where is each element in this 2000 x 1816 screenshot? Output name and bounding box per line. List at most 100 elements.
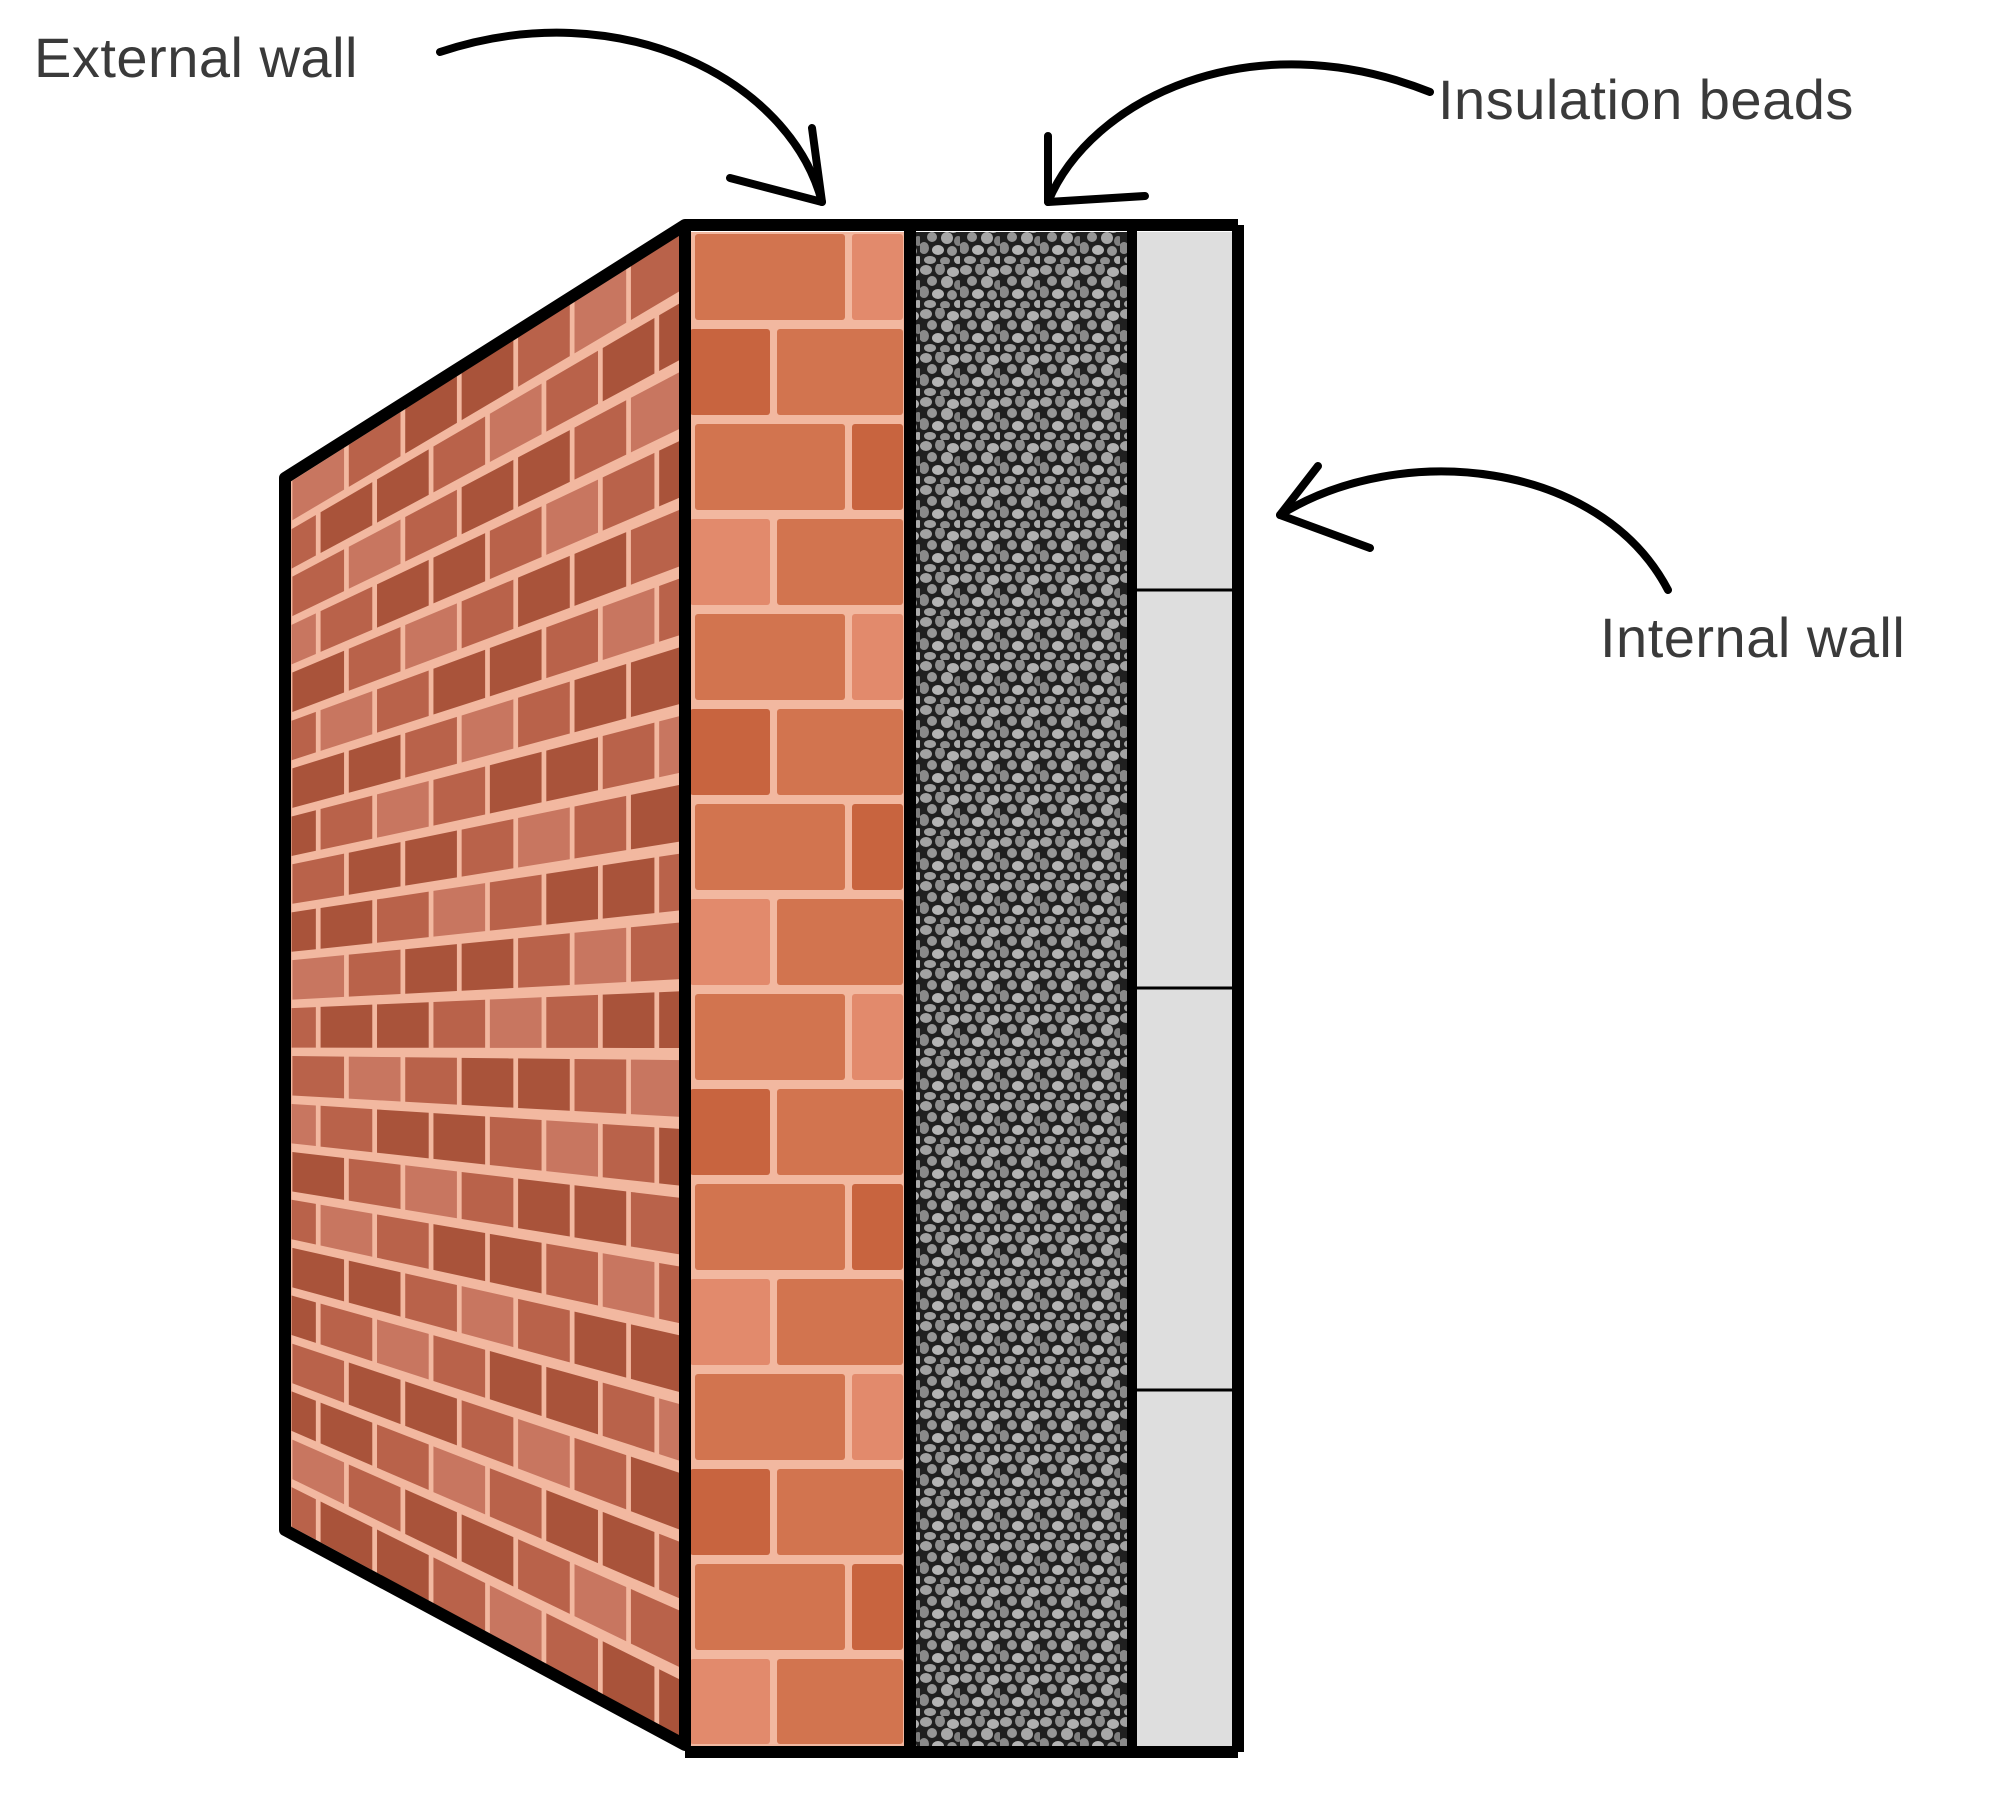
side-brick bbox=[659, 991, 684, 1049]
side-brick bbox=[602, 587, 655, 660]
side-brick bbox=[659, 1127, 684, 1187]
side-brick bbox=[461, 1514, 514, 1587]
brick bbox=[690, 709, 770, 795]
side-brick bbox=[292, 752, 345, 808]
side-brick bbox=[291, 810, 316, 856]
side-brick bbox=[320, 1402, 373, 1466]
side-brick bbox=[348, 627, 401, 691]
side-brick bbox=[377, 891, 429, 943]
side-brick bbox=[433, 766, 486, 826]
side-brick bbox=[291, 1103, 316, 1147]
side-brick bbox=[630, 1324, 683, 1393]
brick bbox=[852, 424, 903, 510]
side-brick bbox=[659, 1398, 684, 1463]
side-brick bbox=[602, 992, 655, 1048]
insulation-beads-arrow bbox=[1044, 60, 1434, 206]
side-brick bbox=[433, 416, 486, 493]
side-brick bbox=[518, 1058, 570, 1111]
side-brick bbox=[320, 1303, 373, 1362]
side-brick bbox=[659, 715, 684, 778]
brick bbox=[695, 1184, 845, 1270]
side-brick bbox=[518, 1539, 570, 1614]
brick bbox=[852, 1564, 903, 1650]
brick bbox=[690, 1469, 770, 1555]
side-brick bbox=[291, 1487, 316, 1540]
side-brick bbox=[630, 1059, 683, 1117]
side-brick bbox=[461, 1171, 514, 1228]
side-brick bbox=[291, 908, 316, 952]
side-brick bbox=[348, 411, 401, 487]
side-brick bbox=[348, 734, 401, 793]
side-brick bbox=[377, 1319, 429, 1380]
side-brick bbox=[320, 1105, 373, 1153]
side-brick bbox=[377, 1214, 429, 1269]
side-brick bbox=[291, 1391, 316, 1442]
internal-wall-label: Internal wall bbox=[1600, 606, 1906, 669]
brick bbox=[695, 614, 845, 700]
side-brick bbox=[291, 711, 316, 761]
brick bbox=[777, 1659, 903, 1744]
brick bbox=[690, 1089, 770, 1175]
side-brick bbox=[602, 722, 655, 790]
side-brick bbox=[546, 737, 598, 802]
side-brick bbox=[291, 1199, 316, 1245]
side-brick bbox=[574, 795, 627, 859]
side-brick bbox=[320, 691, 373, 751]
side-brick bbox=[489, 383, 542, 462]
side-brick bbox=[405, 489, 457, 562]
side-brick bbox=[348, 1056, 401, 1102]
side-brick bbox=[574, 1185, 627, 1246]
brick-wall-side-face bbox=[290, 225, 685, 1745]
side-brick bbox=[602, 317, 655, 402]
side-brick bbox=[292, 955, 345, 1000]
side-brick bbox=[630, 1191, 683, 1255]
side-brick bbox=[518, 681, 570, 748]
side-brick bbox=[574, 1059, 627, 1114]
side-brick bbox=[461, 818, 514, 877]
side-brick bbox=[461, 340, 514, 421]
side-brick bbox=[630, 508, 683, 585]
side-brick bbox=[405, 1273, 457, 1332]
side-brick bbox=[461, 1286, 514, 1348]
side-brick bbox=[518, 555, 570, 628]
side-brick bbox=[292, 650, 345, 712]
side-brick bbox=[405, 830, 457, 886]
side-brick bbox=[518, 1419, 570, 1489]
side-brick bbox=[602, 1382, 655, 1453]
brick bbox=[852, 804, 903, 890]
side-brick bbox=[630, 1456, 683, 1531]
side-brick bbox=[377, 449, 429, 523]
side-brick bbox=[405, 376, 457, 454]
external-wall-arrow bbox=[436, 28, 826, 206]
side-brick bbox=[292, 447, 345, 521]
brick bbox=[690, 329, 770, 415]
side-brick bbox=[433, 1446, 486, 1515]
side-brick bbox=[546, 350, 598, 432]
side-brick bbox=[574, 1564, 627, 1642]
side-brick bbox=[574, 1437, 627, 1510]
side-brick bbox=[291, 1295, 316, 1343]
side-brick bbox=[348, 1362, 401, 1425]
side-brick bbox=[659, 1669, 684, 1739]
internal-wall-arrow bbox=[1276, 462, 1672, 594]
side-brick bbox=[291, 1007, 316, 1048]
side-brick bbox=[433, 1335, 486, 1398]
brick bbox=[695, 994, 845, 1080]
side-brick bbox=[433, 1224, 486, 1282]
side-brick bbox=[546, 866, 598, 925]
brick bbox=[852, 614, 903, 700]
side-brick bbox=[320, 900, 373, 949]
side-brick bbox=[377, 1109, 429, 1159]
side-brick bbox=[518, 933, 570, 988]
side-brick bbox=[348, 1260, 401, 1317]
side-brick bbox=[292, 1056, 345, 1099]
side-brick bbox=[377, 670, 429, 733]
side-brick bbox=[659, 1262, 684, 1325]
brick bbox=[777, 1279, 903, 1365]
side-brick bbox=[320, 1204, 373, 1257]
side-brick bbox=[461, 1400, 514, 1467]
side-brick bbox=[518, 1298, 570, 1363]
side-brick bbox=[574, 927, 627, 985]
brick bbox=[690, 1279, 770, 1365]
side-brick bbox=[292, 549, 345, 617]
